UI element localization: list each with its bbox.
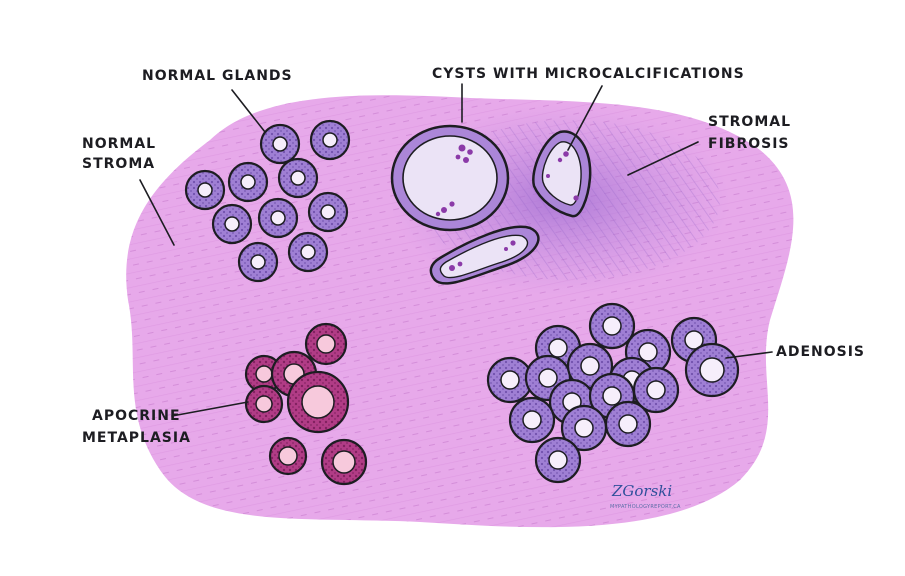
signature-site: MYPATHOLOGYREPORT.CA <box>610 504 681 510</box>
normal-gland <box>259 123 301 165</box>
microcalcification <box>435 144 473 217</box>
label-stromal-fibrosis-line1: STROMAL <box>708 114 791 130</box>
microcalcification <box>449 240 516 271</box>
cyst-large <box>390 124 510 232</box>
label-apocrine-line1: APOCRINE <box>92 408 181 424</box>
adenosis-gland <box>508 396 556 444</box>
normal-gland <box>277 157 319 199</box>
signature-name: ZGorski <box>611 482 672 500</box>
apocrine-gland <box>304 322 348 366</box>
apocrine-gland <box>320 438 368 486</box>
adenosis-gland <box>684 342 740 398</box>
apocrine-gland <box>268 436 308 476</box>
leader-adenosis <box>725 351 773 359</box>
normal-gland <box>309 119 351 161</box>
label-apocrine-line2: METAPLASIA <box>82 430 191 446</box>
apocrine-gland <box>244 384 284 424</box>
adenosis-gland <box>486 356 534 404</box>
adenosis-gland <box>604 400 652 448</box>
leader-apocrine <box>171 401 249 417</box>
normal-gland <box>211 203 253 245</box>
leader-lines <box>139 83 773 417</box>
leader-microcalcification <box>567 85 603 151</box>
microcalcification <box>546 151 579 201</box>
labels: NORMAL GLANDS NORMAL STROMA CYSTS WITH M… <box>82 66 865 446</box>
normal-gland <box>184 169 226 211</box>
label-adenosis: ADENOSIS <box>776 344 865 360</box>
label-stromal-fibrosis-line2: FIBROSIS <box>708 136 790 152</box>
normal-gland <box>287 231 329 273</box>
adenosis-gland <box>560 404 608 452</box>
label-normal-stroma-line1: NORMAL <box>82 136 156 152</box>
leader-normal-stroma <box>139 179 175 246</box>
normal-gland <box>257 197 299 239</box>
label-normal-stroma-line2: STROMA <box>82 156 155 172</box>
leader-normal-glands <box>231 89 266 133</box>
artist-signature-icon: ZGorski MYPATHOLOGYREPORT.CA <box>610 482 681 510</box>
adenosis-gland <box>632 366 680 414</box>
normal-gland <box>227 161 269 203</box>
apocrine-metaplasia-group <box>244 322 368 486</box>
label-normal-glands: NORMAL GLANDS <box>142 68 293 84</box>
normal-gland <box>237 241 279 283</box>
cysts-group <box>390 124 592 285</box>
cyst-triangular <box>532 130 592 218</box>
leader-stromal-fibrosis <box>627 141 699 176</box>
label-cysts: CYSTS WITH MICROCALCIFICATIONS <box>432 66 745 82</box>
adenosis-gland <box>534 436 582 484</box>
normal-gland <box>307 191 349 233</box>
adenosis-gland <box>588 302 636 350</box>
normal-glands-group <box>184 119 351 283</box>
apocrine-gland <box>286 370 350 434</box>
adenosis-group <box>486 302 740 484</box>
cyst-elongated <box>429 225 540 285</box>
